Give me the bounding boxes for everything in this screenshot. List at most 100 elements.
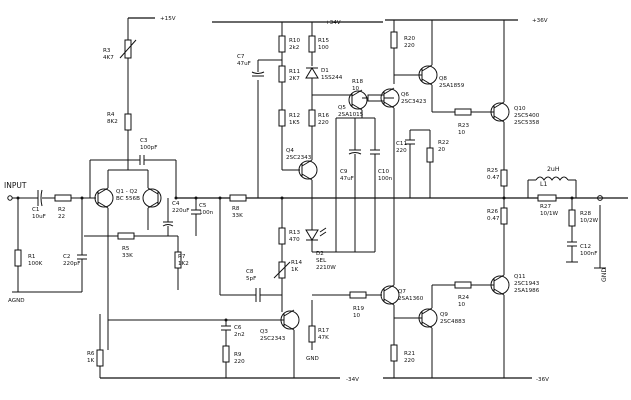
r16-ref: R16 [318, 113, 329, 119]
q8-ref: Q8 [439, 76, 447, 82]
r23-val: 10 [458, 130, 466, 136]
r27-ref: R27 [540, 204, 551, 210]
r9-val: 220 [234, 359, 245, 365]
c6-val: 2n2 [234, 332, 245, 338]
r15-val: 100 [318, 45, 329, 51]
q10-ref: Q10 [514, 106, 526, 112]
r4-val: 8K2 [107, 119, 118, 125]
r17-ref: R17 [318, 328, 329, 334]
r8-ref: R8 [232, 206, 240, 212]
r25-ref: R25 [487, 168, 498, 174]
c5-ref: C5 [199, 203, 207, 209]
c8-ref: C8 [246, 269, 254, 275]
q4-ref: Q4 [286, 148, 294, 154]
r26-val: 0.47 [487, 216, 500, 222]
r2-val: 22 [58, 214, 65, 220]
q6-val: 2SC3423 [401, 99, 427, 105]
bias-column [305, 22, 394, 350]
r12-val: 1K5 [289, 120, 300, 126]
q11-ref: Q11 [514, 274, 526, 280]
c11-val: 220 [396, 148, 407, 154]
q5-val: 2SA1015 [338, 112, 364, 118]
r8-val: 33K [232, 213, 243, 219]
r10-ref: R10 [289, 38, 300, 44]
r3-ref: R3 [103, 48, 111, 54]
q6-ref: Q6 [401, 92, 409, 98]
c10-val: 100n [378, 176, 393, 182]
r1-ref: R1 [28, 254, 36, 260]
r10-val: 2k2 [289, 45, 299, 51]
d1-ref: D1 [321, 68, 329, 74]
r22-val: 20 [438, 147, 446, 153]
gnd-label: GND [306, 356, 319, 362]
diff-pair [84, 18, 201, 378]
c11-ref: C11 [396, 141, 407, 147]
c6-ref: C6 [234, 325, 242, 331]
r17-val: 47K [318, 335, 329, 341]
r18-ref: R18 [352, 79, 363, 85]
c4-val: 220uF [172, 208, 189, 214]
q7-ref: Q7 [398, 289, 406, 295]
r11-val: 2K7 [289, 76, 300, 82]
c9-val: 47uF [340, 176, 354, 182]
q8-val: 2SA1859 [439, 83, 465, 89]
c3-val: 100pF [140, 145, 157, 151]
r13-ref: R13 [289, 230, 300, 236]
rail-label-plus15: +15V [160, 16, 176, 22]
r7-val: 1K2 [178, 261, 189, 267]
d1-val: 1SS244 [321, 75, 343, 81]
q1-ref: Q1 - Q2 [116, 189, 138, 195]
r21-val: 220 [404, 358, 415, 364]
c7-ref: C7 [237, 54, 245, 60]
labels: +15V +34V +36V -34V -36V INPUT AGND GND … [4, 16, 608, 383]
rail-label-minus34: -34V [346, 377, 359, 383]
r28-ref: R28 [580, 211, 591, 217]
c1-val: 10uF [32, 214, 46, 220]
r15-ref: R15 [318, 38, 329, 44]
input-terminal [7, 195, 13, 201]
output-stage [380, 20, 606, 378]
r1-val: 100K [28, 261, 43, 267]
c10-ref: C10 [378, 169, 389, 175]
d2-ref: D2 [316, 251, 324, 257]
r9-ref: R9 [234, 352, 242, 358]
r12-ref: R12 [289, 113, 300, 119]
r20-ref: R20 [404, 36, 415, 42]
l1-ref: L1 [540, 181, 547, 188]
r2-ref: R2 [58, 207, 65, 213]
r14-val: 1K [291, 267, 299, 273]
q10-val: 2SC5400 [514, 113, 540, 119]
input-label: INPUT [4, 181, 27, 190]
r6-ref: R6 [87, 351, 95, 357]
r24-val: 10 [458, 302, 466, 308]
r26-ref: R26 [487, 209, 498, 215]
c7-val: 47uF [237, 61, 251, 67]
r6-val: 1K [87, 358, 95, 364]
q10-val2: 2SC5358 [514, 120, 540, 126]
r4-ref: R4 [107, 112, 115, 118]
c4-ref: C4 [172, 201, 180, 207]
q7-val: 2SA1360 [398, 296, 424, 302]
vas-stage [108, 22, 318, 378]
agnd-label: AGND [8, 298, 25, 304]
q9-ref: Q9 [440, 312, 448, 318]
r14-ref: R14 [291, 260, 302, 266]
c12-val: 100nF [580, 251, 597, 257]
q5-ref: Q5 [338, 105, 346, 111]
input-section [7, 189, 96, 293]
r21-ref: R21 [404, 351, 415, 357]
output-terminal [597, 195, 603, 201]
c12-ref: C12 [580, 244, 591, 250]
r22-ref: R22 [438, 140, 449, 146]
q3-val: 2SC2343 [260, 336, 286, 342]
l1-val: 2uH [547, 166, 560, 173]
q11-val2: 2SA1986 [514, 288, 540, 294]
r27-val: 10/1W [540, 211, 559, 217]
r5-val: 33K [122, 253, 133, 259]
output-gnd-label: GND [601, 268, 608, 282]
rail-label-plus34: +34V [325, 20, 341, 26]
c8-val: 5pF [246, 276, 256, 282]
c9-ref: C9 [340, 169, 348, 175]
q11-val: 2SC1943 [514, 281, 540, 287]
